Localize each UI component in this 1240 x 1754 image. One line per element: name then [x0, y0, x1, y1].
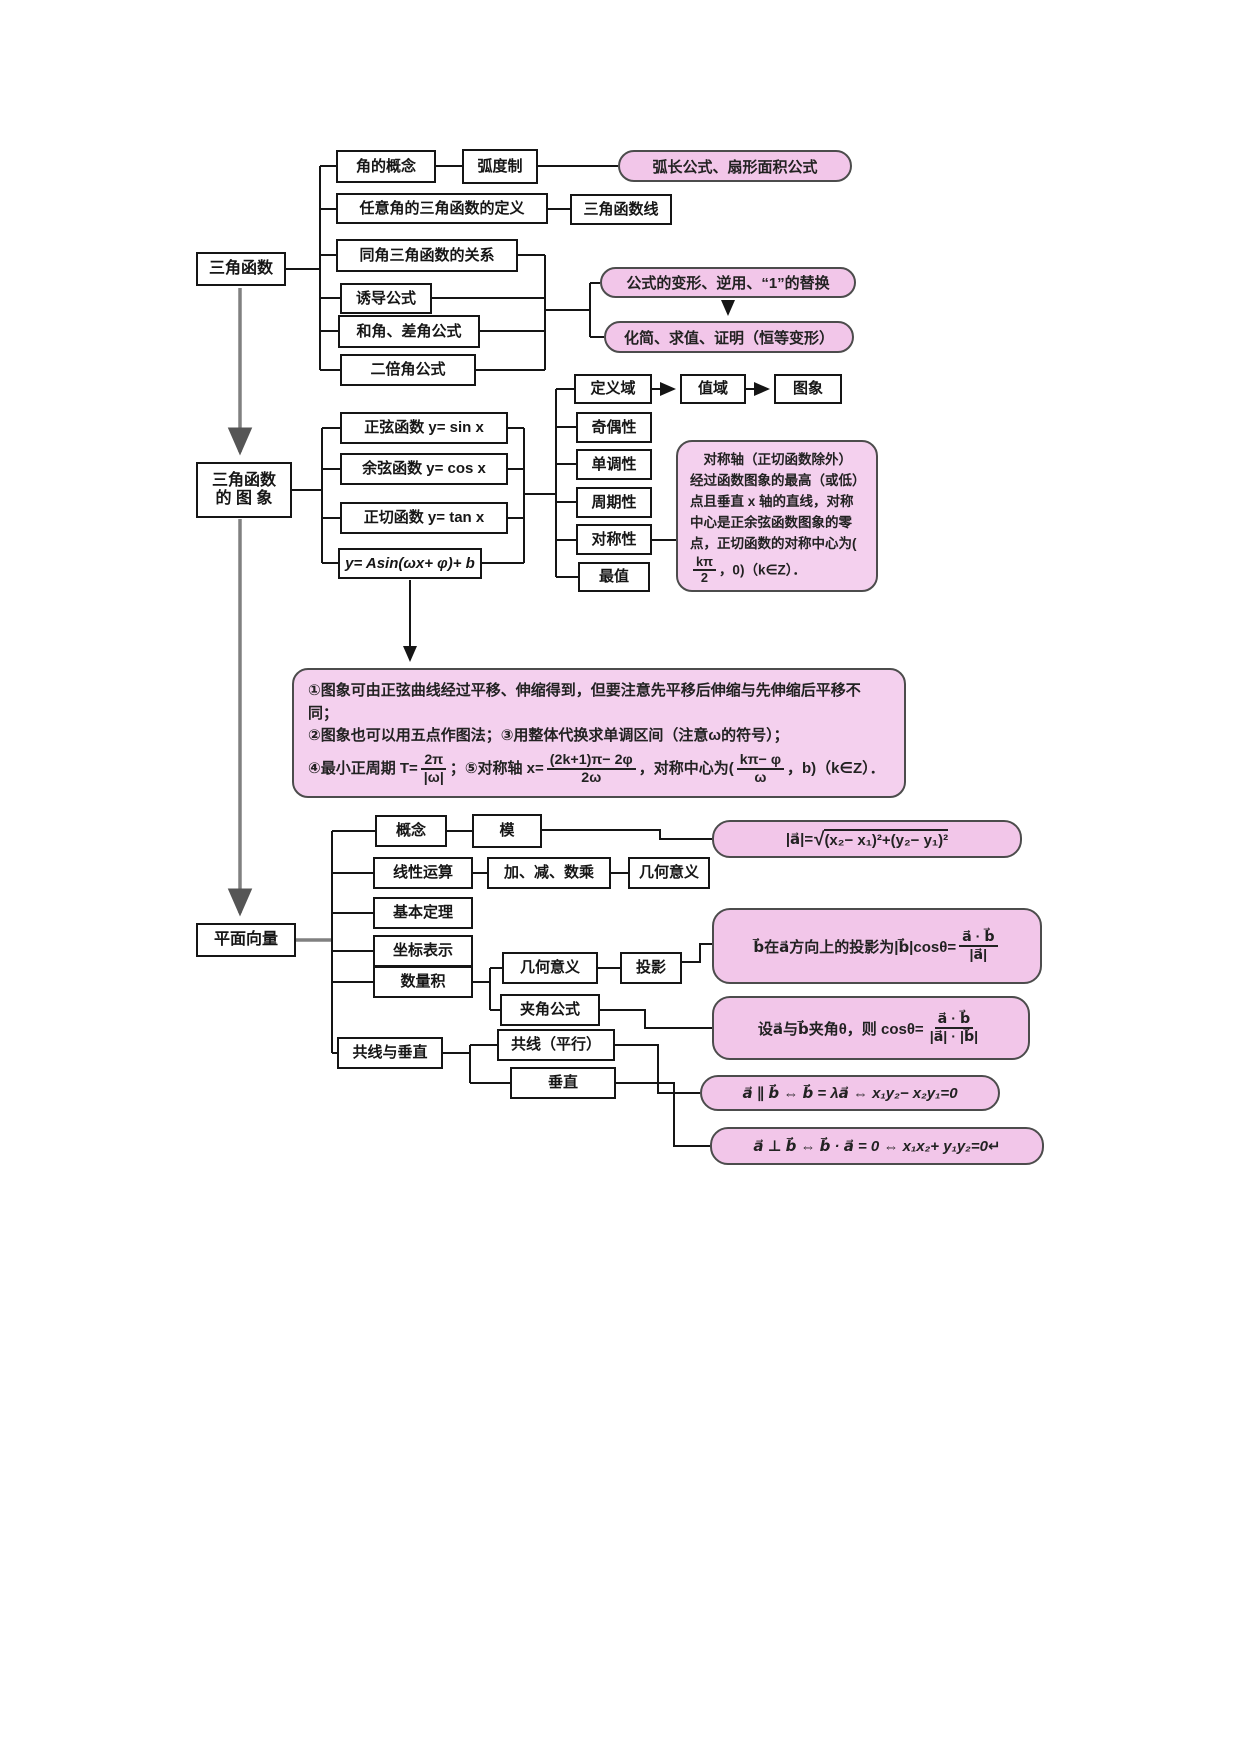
trig-graphs-root-line2: 的 图 象: [215, 490, 273, 507]
node-graph: 图象: [774, 374, 842, 404]
pill-angle-formula: 设a⃗与b⃗夹角θ，则 cosθ= a⃗ · b⃗|a⃗| · |b⃗|: [712, 996, 1030, 1060]
node-same-angle-relation: 同角三角函数的关系: [336, 239, 518, 272]
note-symmetry-axis: 对称轴（正切函数除外）经过函数图象的最高（或低）点且垂直 x 轴的直线，对称中心…: [676, 440, 878, 592]
pill-formula-transform: 公式的变形、逆用、“1”的替换: [600, 267, 856, 298]
node-sine-function: 正弦函数 y= sin x: [340, 412, 508, 444]
node-trig-function-line: 三角函数线: [570, 194, 672, 225]
radical-sign: √: [814, 828, 825, 849]
node-domain: 定义域: [574, 374, 652, 404]
pill-projection-formula: b⃗在a⃗方向上的投影为|b⃗|cosθ= a⃗ · b⃗|a⃗|: [712, 908, 1042, 984]
node-monotonicity: 单调性: [576, 449, 652, 480]
pill-perpendicular-condition: a⃗ ⊥ b⃗ ⇔ b⃗ · a⃗ = 0 ⇔ x₁x₂+ y₁y₂=0↵: [710, 1127, 1044, 1165]
pill-modulus-formula: |a⃗|=√(x₂− x₁)²+(y₂− y₁)²: [712, 820, 1022, 858]
node-angle-formula: 夹角公式: [500, 994, 600, 1026]
node-vector-concept: 概念: [375, 815, 447, 847]
pill-arc-length-formula: 弧长公式、扇形面积公式: [618, 150, 852, 182]
node-cosine-function: 余弦函数 y= cos x: [340, 453, 508, 485]
node-parity: 奇偶性: [576, 412, 652, 443]
node-extremum: 最值: [578, 562, 650, 592]
note-graph-transform: ①图象可由正弦曲线经过平移、伸缩得到，但要注意先平移后伸缩与先伸缩后平移不同； …: [292, 668, 906, 798]
projection-fraction: a⃗ · b⃗|a⃗|: [959, 929, 998, 964]
node-coordinate-representation: 坐标表示: [373, 935, 473, 967]
node-geometric-meaning-dot: 几何意义: [502, 952, 598, 984]
node-projection: 投影: [620, 952, 682, 984]
node-trig-graphs-root: 三角函数 的 图 象: [196, 462, 292, 518]
node-double-angle-formula: 二倍角公式: [340, 354, 476, 386]
node-perpendicular: 垂直: [510, 1067, 616, 1099]
node-radian-system: 弧度制: [462, 149, 538, 184]
node-dot-product: 数量积: [373, 966, 473, 998]
node-add-sub-scalar: 加、减、数乘: [487, 857, 611, 889]
node-trig-functions-root: 三角函数: [196, 252, 286, 286]
node-collinear-perpendicular: 共线与垂直: [337, 1037, 443, 1069]
node-linear-operations: 线性运算: [373, 857, 473, 889]
angle-cosine-fraction: a⃗ · b⃗|a⃗| · |b⃗|: [929, 1010, 979, 1045]
node-induction-formula: 诱导公式: [340, 283, 432, 314]
node-general-sine-form: y= Asin(ωx+ φ)+ b: [338, 548, 482, 579]
big-note-line2: ②图象也可以用五点作图法；③用整体代换求单调区间（注意ω的符号）；: [308, 727, 789, 744]
node-plane-vectors-root: 平面向量: [196, 923, 296, 957]
node-angle-concept: 角的概念: [336, 150, 436, 183]
node-collinear-parallel: 共线（平行）: [497, 1029, 615, 1061]
trig-graphs-root-line1: 三角函数: [211, 471, 276, 489]
symmetry-note-text-after: ，0)（k∈Z）．: [718, 561, 807, 577]
node-symmetry: 对称性: [576, 524, 652, 555]
node-any-angle-definition: 任意角的三角函数的定义: [336, 193, 548, 224]
pill-simplify-evaluate-prove: 化简、求值、证明（恒等变形）: [604, 321, 854, 353]
big-note-line1: ①图象可由正弦曲线经过平移、伸缩得到，但要注意先平移后伸缩与先伸缩后平移不同；: [308, 682, 861, 722]
node-sum-diff-formula: 和角、差角公式: [338, 315, 480, 348]
node-vector-modulus: 模: [472, 814, 542, 848]
node-range: 值域: [680, 374, 746, 404]
period-fraction: 2π|ω|: [421, 752, 447, 787]
symmetry-note-text: 对称轴（正切函数除外）经过函数图象的最高（或低）点且垂直 x 轴的直线，对称中心…: [690, 452, 859, 551]
node-basic-theorem: 基本定理: [373, 897, 473, 929]
node-tangent-function: 正切函数 y= tan x: [340, 502, 508, 534]
pill-parallel-condition: a⃗ ∥ b⃗ ⇔ b⃗ = λa⃗ ⇔ x₁y₂− x₂y₁=0: [700, 1075, 1000, 1111]
node-geometric-meaning-linear: 几何意义: [628, 857, 710, 889]
node-periodicity: 周期性: [576, 487, 652, 518]
